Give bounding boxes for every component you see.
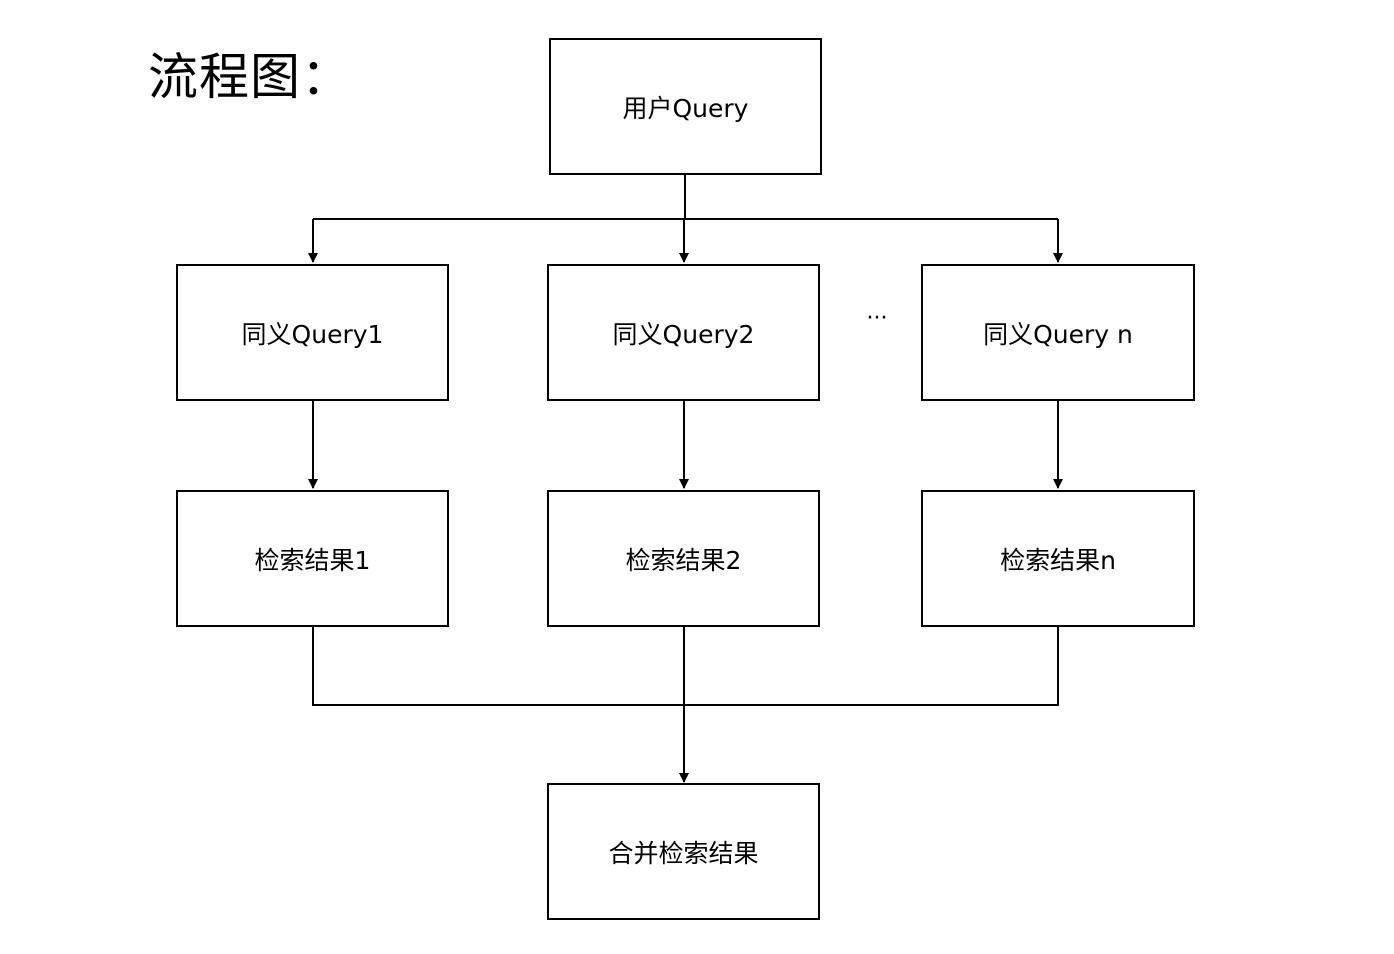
node-synonym-query-2: 同义Query2	[547, 264, 820, 401]
node-search-result-1-label: 检索结果1	[254, 545, 371, 575]
node-search-result-n-label: 检索结果n	[1000, 545, 1116, 575]
node-merge-results-label: 合并检索结果	[608, 838, 759, 868]
node-search-result-2-label: 检索结果2	[625, 545, 742, 575]
node-synonym-query-1: 同义Query1	[176, 264, 449, 401]
node-search-result-n: 检索结果n	[921, 490, 1195, 627]
node-synonym-query-1-label: 同义Query1	[241, 319, 384, 349]
node-synonym-query-n: 同义Query n	[921, 264, 1195, 401]
node-merge-results: 合并检索结果	[547, 783, 820, 920]
edge-merge-bus	[312, 626, 1059, 706]
node-user-query: 用户Query	[549, 38, 822, 175]
node-search-result-1: 检索结果1	[176, 490, 449, 627]
more-queries-ellipsis: ···	[866, 306, 888, 331]
node-search-result-2: 检索结果2	[547, 490, 820, 627]
node-user-query-label: 用户Query	[622, 93, 749, 123]
node-synonym-query-2-label: 同义Query2	[612, 319, 755, 349]
node-synonym-query-n-label: 同义Query n	[983, 319, 1133, 349]
diagram-heading: 流程图：	[148, 48, 352, 106]
